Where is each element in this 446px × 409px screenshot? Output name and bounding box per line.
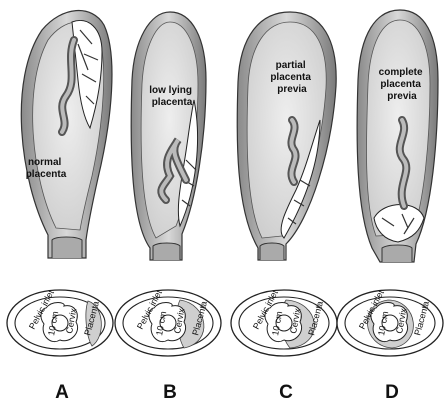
panel-letter-c: C: [279, 382, 293, 403]
uterus-label-b: low lying placenta: [149, 85, 195, 108]
panel-b: low lying placenta Pelvic inlet 10 cm Ce…: [115, 12, 221, 403]
uterus-b: low lying placenta: [131, 12, 206, 260]
uterus-d: complete placenta previa: [357, 10, 438, 262]
ring-diagram-d: Pelvic inlet 10 cm Cervix Placenta: [337, 288, 443, 356]
uterus-a: normal placenta: [21, 11, 112, 258]
panel-letter-b: B: [163, 382, 177, 403]
uterus-label-a: normal placenta: [26, 157, 67, 180]
panel-letter-d: D: [385, 382, 399, 403]
panel-d: complete placenta previa Pelvic inlet 10…: [337, 10, 443, 403]
panel-a: normal placenta Pelvic inlet 10 cm Cervi…: [7, 11, 113, 403]
uterus-c: partial placenta previa: [237, 12, 336, 260]
panel-c: partial placenta previa Pelvic inlet 10 …: [231, 12, 337, 403]
panel-letter-a: A: [55, 382, 69, 403]
ring-diagram-a: Pelvic inlet 10 cm Cervix Placenta: [7, 288, 113, 356]
ring-diagram-b: Pelvic inlet 10 cm Cervix Placenta: [115, 288, 221, 356]
ring-diagram-c: Pelvic inlet 10 cm Cervix Placenta: [231, 288, 337, 356]
